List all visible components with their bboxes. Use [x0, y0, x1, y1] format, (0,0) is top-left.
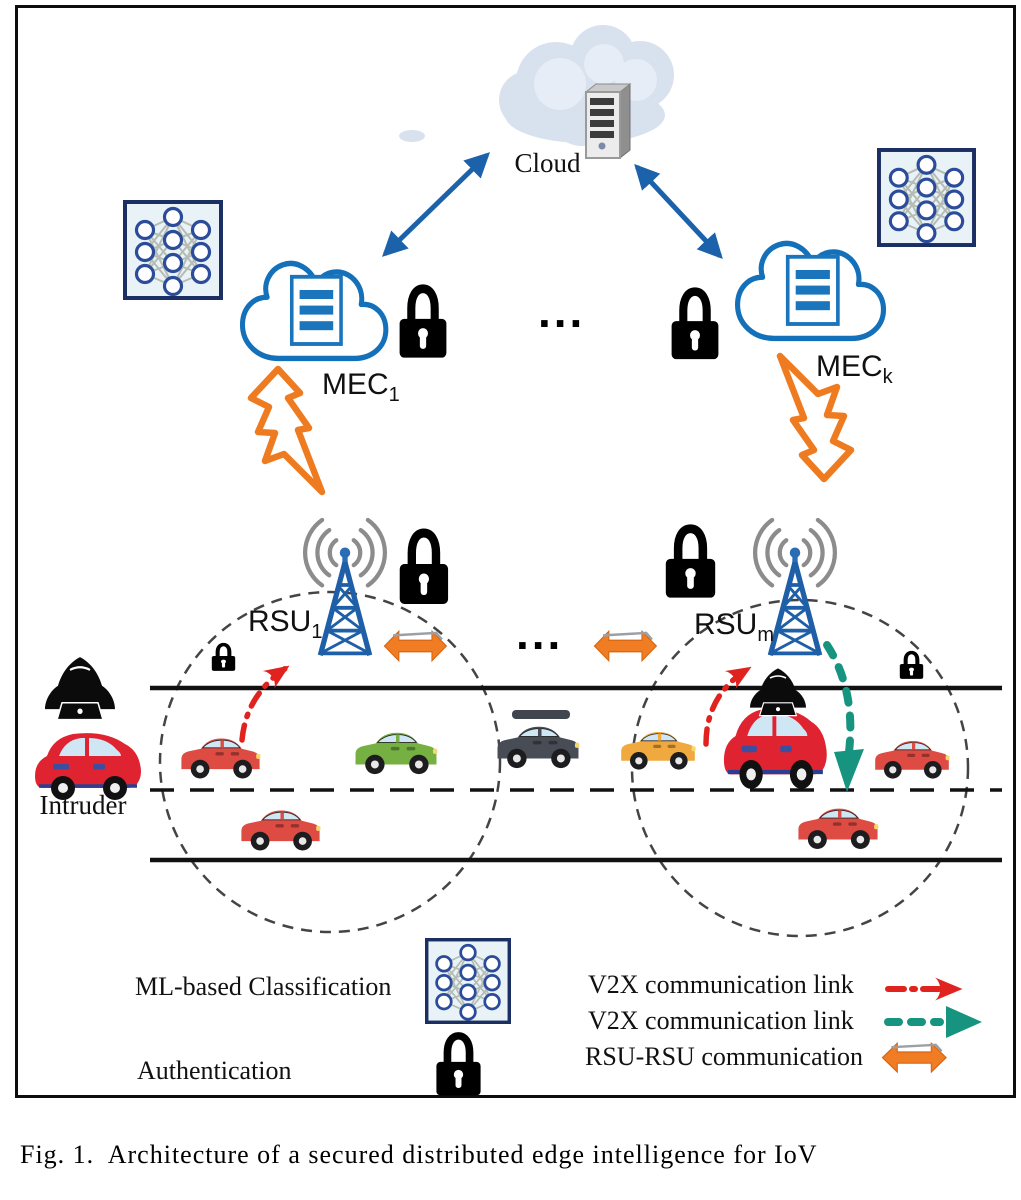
padlock-icon-rsum [666, 529, 715, 598]
mec-ellipsis: ... [538, 285, 586, 337]
car-red-lane2-left [240, 810, 321, 851]
legend-label-v2x-teal: V2X communication link [588, 1006, 854, 1035]
rsu-ellipsis: ... [516, 607, 564, 659]
rsu1-sub: 1 [311, 621, 323, 643]
hacker-icon-right [749, 667, 807, 717]
v2x-red-arrow-rsum [703, 666, 752, 747]
server-icon [584, 82, 632, 160]
rsum-label: RSUm [694, 608, 774, 647]
cloud-mec1-link-arrow [382, 152, 490, 257]
car-yellow [620, 731, 696, 770]
car-red-lane2-right [798, 808, 879, 850]
car-green [355, 732, 438, 775]
padlock-icon-meck [672, 292, 719, 359]
v2x-red-arrow-rsu1 [239, 665, 290, 743]
legend-orange-double-arrow [881, 1041, 948, 1074]
neural-network-icon-mec1 [123, 200, 223, 300]
v2x-teal-arrow [823, 641, 855, 756]
rsum-coverage-circle [630, 598, 970, 938]
legend-label-ml-classification: ML-based Classification [135, 972, 392, 1001]
rsu-rsu-arrow-right [593, 630, 658, 663]
suv-roof-rack [512, 710, 570, 719]
rsum-base: RSU [694, 608, 758, 641]
cloud-label: Cloud [514, 148, 581, 178]
meck-base: MEC [816, 350, 883, 383]
padlock-icon-rsu1 [400, 533, 448, 604]
padlock-icon-road-left [212, 645, 235, 671]
rsu1-coverage-circle [158, 590, 502, 934]
legend-label-v2x-red: V2X communication link [588, 970, 854, 999]
mec1-label: MEC1 [322, 368, 400, 407]
hacker-icon-left [43, 656, 117, 721]
figure-border [15, 5, 1016, 1098]
road [150, 685, 1002, 863]
rsu1-label: RSU1 [248, 605, 322, 644]
v2x-teal-arrowhead [834, 749, 864, 792]
meck-sub: k [882, 366, 893, 388]
legend-label-authentication: Authentication [137, 1056, 292, 1085]
intruder-label: Intruder [39, 790, 127, 820]
rsu1-base: RSU [248, 605, 312, 638]
rsu-rsu-arrow-left [383, 630, 448, 663]
mec1-base: MEC [322, 368, 389, 401]
car-red-lane1 [180, 738, 261, 779]
legend-padlock-icon [436, 1036, 480, 1096]
suv-dark [497, 726, 580, 769]
cloud-meck-link-arrow [634, 163, 723, 260]
mec1-cloud-icon [242, 263, 385, 358]
meck-label: MECk [816, 350, 893, 389]
neural-network-icon-meck [876, 147, 977, 248]
rsum-sub: m [757, 624, 775, 646]
legend-neural-network-icon [425, 937, 511, 1025]
lightning-bolt-mec1-rsu1 [251, 369, 322, 492]
mec1-sub: 1 [388, 384, 400, 406]
meck-cloud-icon [738, 243, 884, 338]
padlock-icon-road-right [900, 653, 923, 679]
padlock-icon-mec1 [400, 289, 447, 358]
cloud-datacenter-icon [399, 25, 674, 160]
car-red-right [874, 740, 950, 779]
intruder-car-right [724, 709, 827, 789]
legend-teal-arrowhead [946, 1006, 982, 1038]
figure-caption: Fig. 1. Architecture of a secured distri… [20, 1140, 818, 1169]
legend-label-rsu-rsu: RSU-RSU communication [585, 1042, 864, 1071]
